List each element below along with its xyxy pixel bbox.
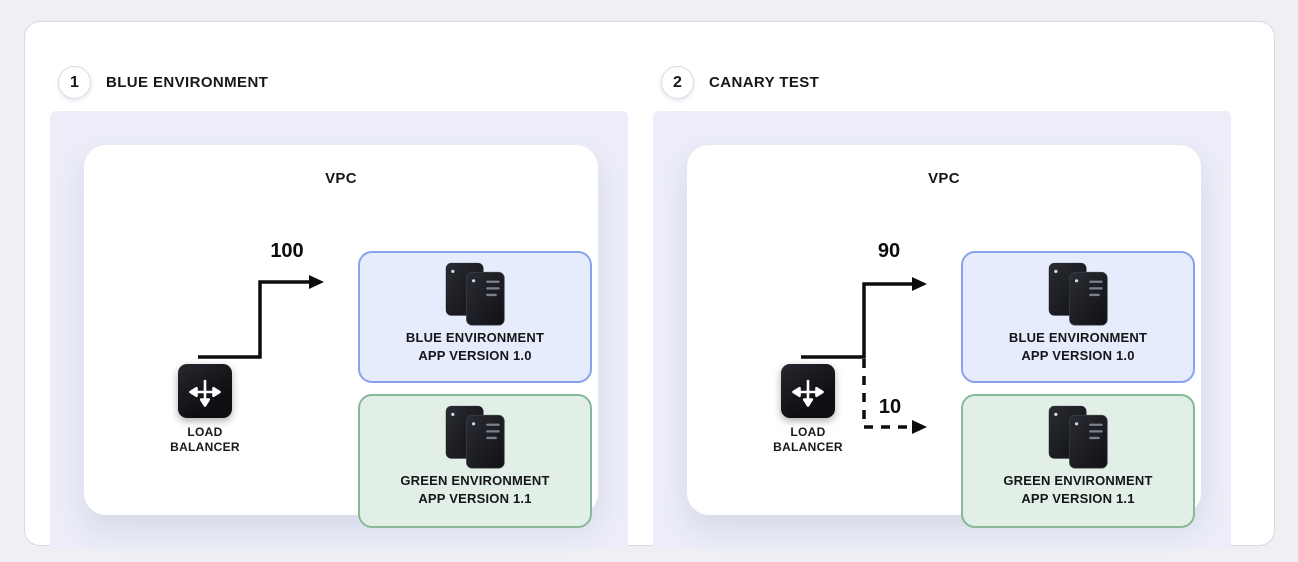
green-box-label-line1: GREEN ENVIRONMENT [1003,473,1153,488]
load-balancer-label-line1: LOAD [790,425,826,439]
traffic-weight-green: 10 [878,396,902,418]
vpc-container: VPC LOAD [687,145,1201,528]
load-balancer-label-line2: BALANCER [773,440,843,454]
panel-title: CANARY TEST [709,74,820,91]
panel-title: BLUE ENVIRONMENT [106,74,269,91]
panel-canary-test: 2 CANARY TEST VPC [650,64,1232,551]
blue-environment-box: BLUE ENVIRONMENT APP VERSION 1.0 [358,251,592,383]
blue-box-label-line1: BLUE ENVIRONMENT [405,330,545,345]
servers-icon [1048,262,1108,326]
servers-icon [445,405,505,469]
blue-environment-box: BLUE ENVIRONMENT APP VERSION 1.0 [961,251,1195,383]
green-box-label-line1: GREEN ENVIRONMENT [400,473,550,488]
step-number-badge: 1 [58,66,91,99]
green-box-label-line2: APP VERSION 1.1 [418,491,532,506]
green-environment-box: GREEN ENVIRONMENT APP VERSION 1.1 [358,394,592,528]
move-arrows-icon [189,379,221,407]
panel-blue-environment: 1 BLUE ENVIRONMENT VPC [47,64,629,551]
move-arrows-icon [792,379,824,407]
traffic-weight-blue: 90 [877,240,901,262]
green-box-label-line2: APP VERSION 1.1 [1021,491,1135,506]
servers-icon [445,262,505,326]
load-balancer-icon [781,364,835,418]
vpc-label: VPC [325,170,357,187]
load-balancer-label: LOAD BALANCER [728,425,888,455]
green-environment-box: GREEN ENVIRONMENT APP VERSION 1.1 [961,394,1195,528]
load-balancer-label-line2: BALANCER [170,440,240,454]
load-balancer-icon [178,364,232,418]
diagram-card: 1 BLUE ENVIRONMENT VPC [24,21,1275,550]
load-balancer-label-line1: LOAD [187,425,223,439]
vpc-label: VPC [928,170,960,187]
load-balancer-label: LOAD BALANCER [125,425,285,455]
vpc-container: VPC LOAD [84,145,598,528]
step-number-badge: 2 [661,66,694,99]
traffic-weight-blue: 100 [270,240,304,262]
blue-box-label-line1: BLUE ENVIRONMENT [1008,330,1148,345]
servers-icon [1048,405,1108,469]
environment-region: VPC LOAD [653,111,1231,550]
blue-box-label-line2: APP VERSION 1.0 [418,348,532,363]
environment-region: VPC LOAD [50,111,628,550]
blue-box-label-line2: APP VERSION 1.0 [1021,348,1135,363]
